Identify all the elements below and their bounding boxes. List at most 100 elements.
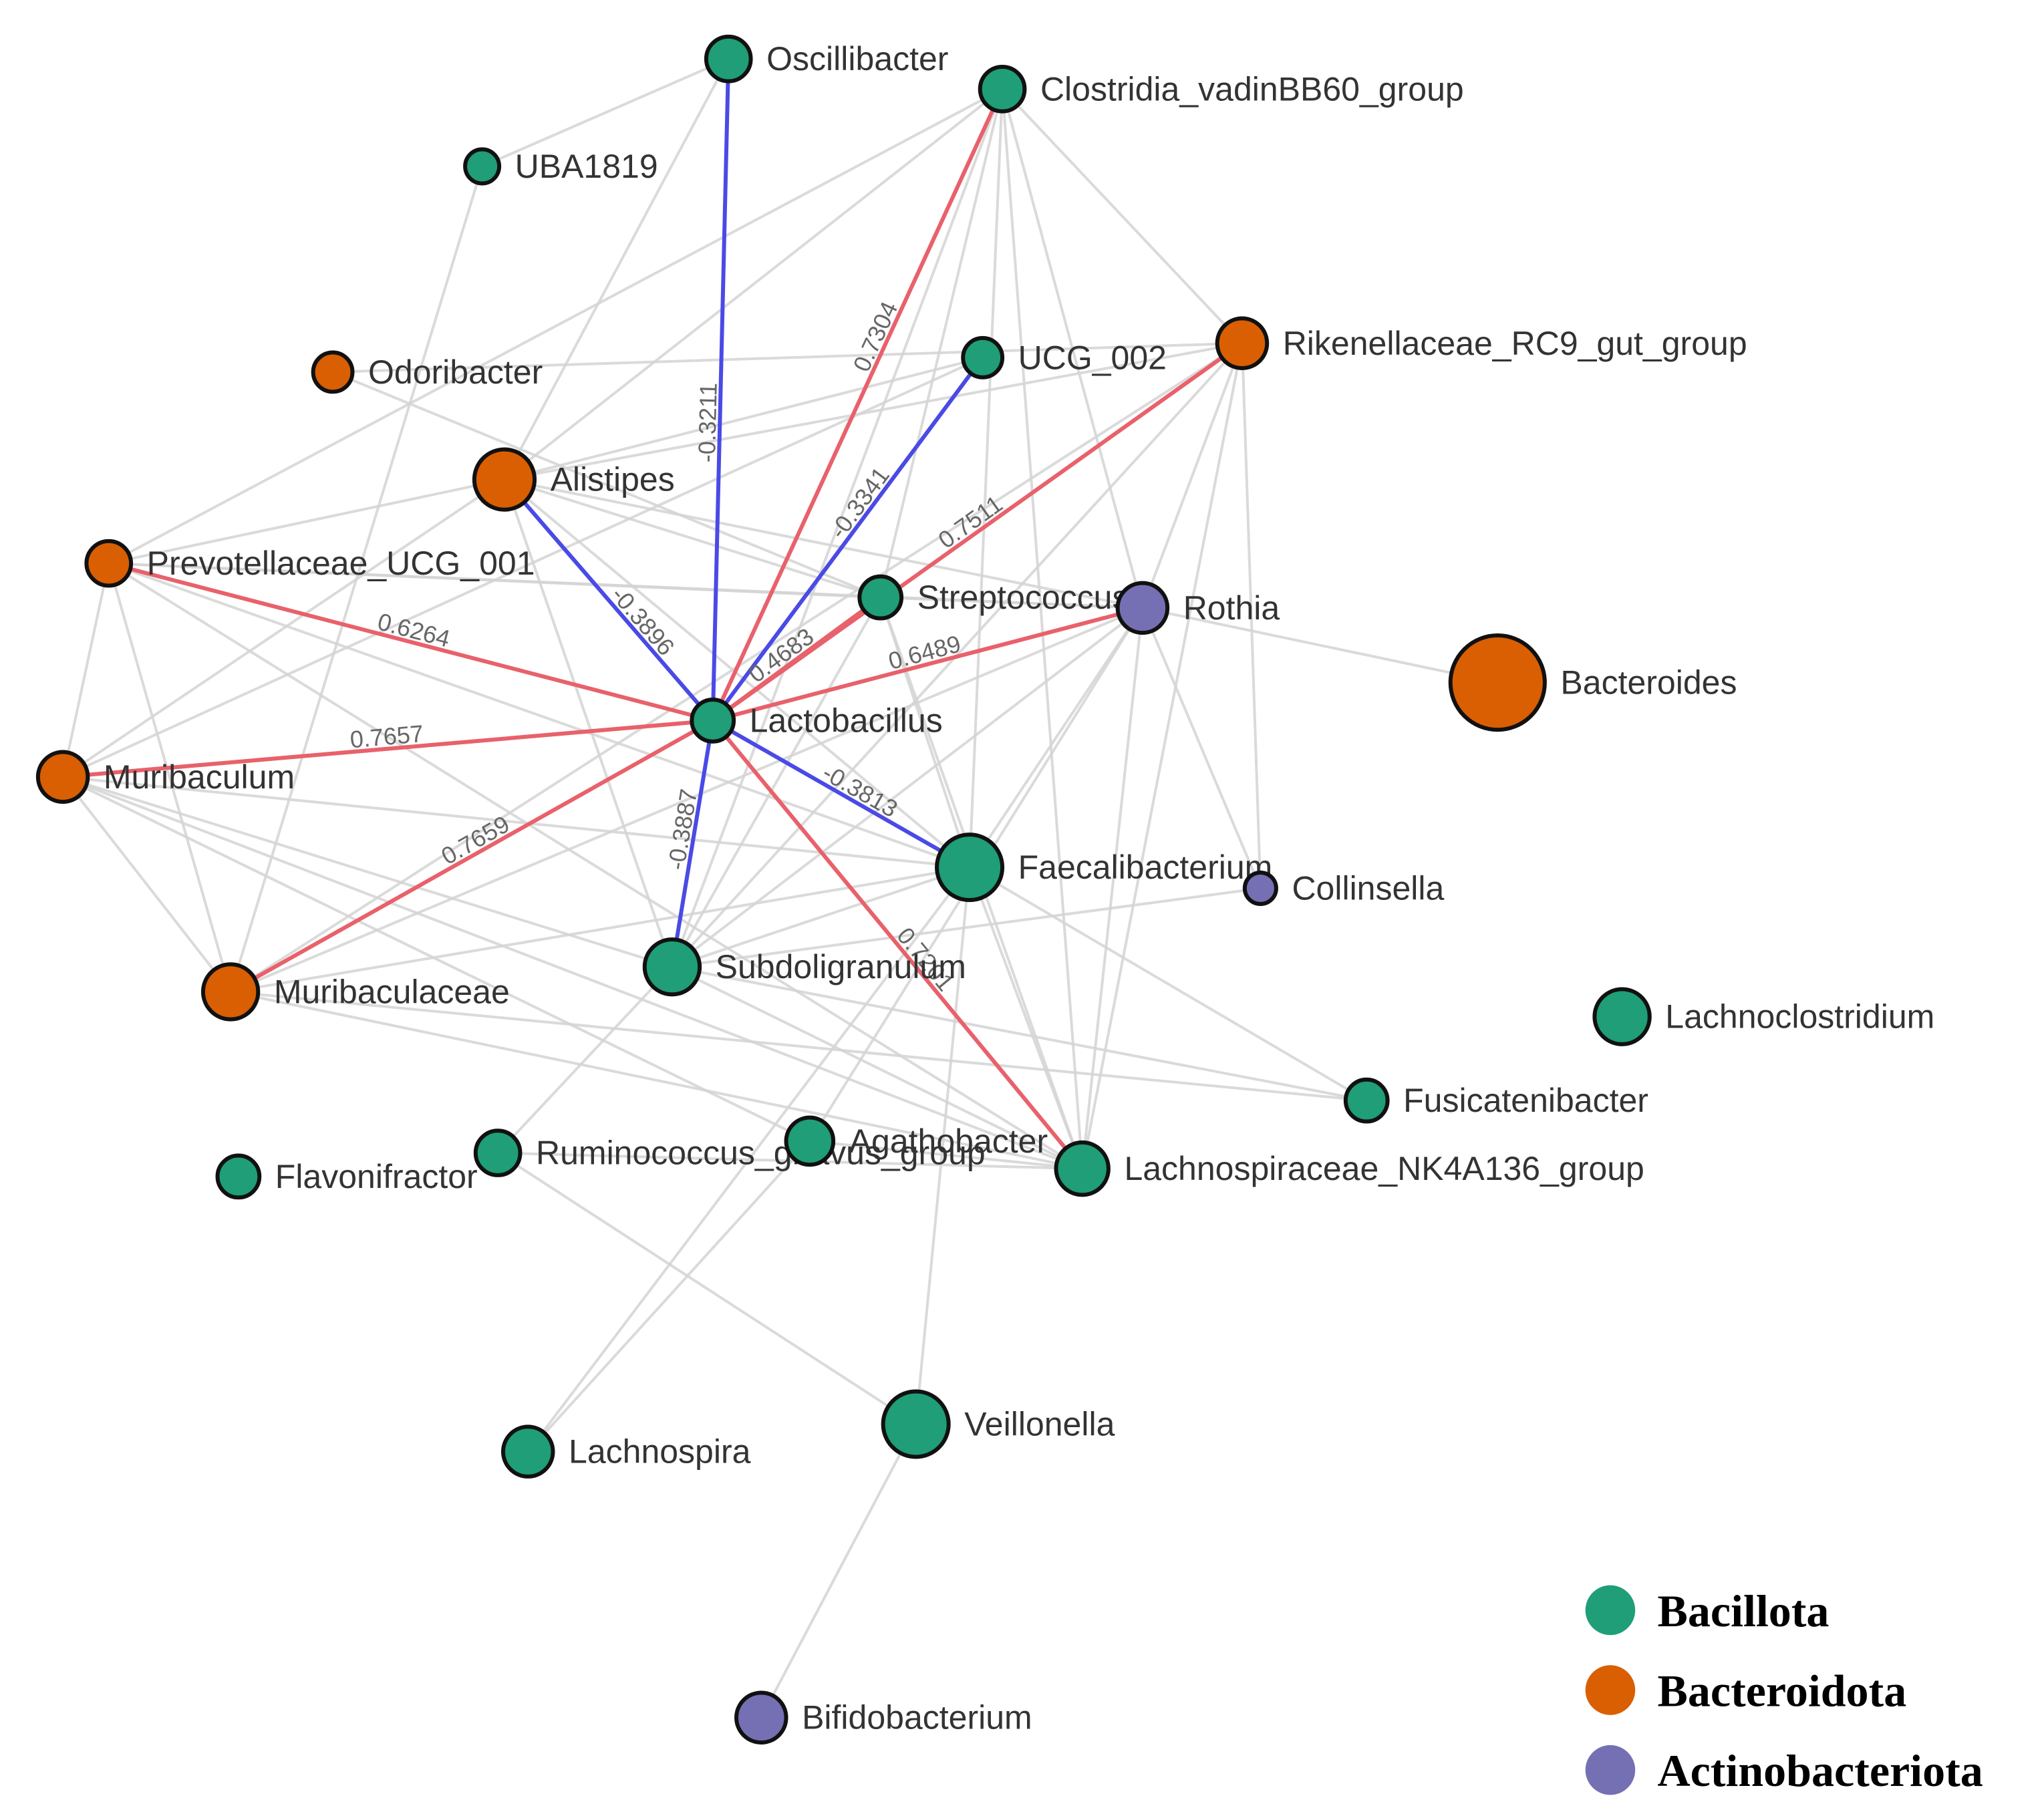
node-circle[interactable]: [704, 34, 753, 84]
node-label: Lachnoclostridium: [1665, 998, 1934, 1036]
neutral-edge: [503, 479, 674, 967]
neutral-edge: [108, 562, 881, 599]
node-bacteroides[interactable]: Bacteroides: [1448, 633, 1737, 732]
node-circle[interactable]: [311, 350, 355, 394]
correlation-edge-muribaculum: [62, 718, 713, 779]
node-muribaculum[interactable]: Muribaculum: [35, 750, 295, 804]
neutral-edge: [527, 1140, 811, 1453]
node-circle[interactable]: [473, 1128, 523, 1177]
neutral-edges: [61, 57, 1498, 1718]
node-lactobacillus[interactable]: Lactobacillus: [690, 698, 943, 744]
node-faecalibacterium[interactable]: Faecalibacterium: [935, 833, 1272, 903]
node-odoribacter[interactable]: Odoribacter: [311, 350, 543, 394]
correlation-edge-clostridia_vadinbb60_group: [711, 88, 1004, 722]
node-circle[interactable]: [1215, 316, 1270, 371]
node-label: Muribaculaceae: [274, 973, 510, 1010]
node-uba1819[interactable]: UBA1819: [463, 147, 658, 186]
node-fusicatenibacter[interactable]: Fusicatenibacter: [1343, 1077, 1648, 1124]
node-oscillibacter[interactable]: Oscillibacter: [704, 34, 948, 84]
neutral-edge: [1001, 88, 1244, 345]
node-label: Clostridia_vadinBB60_group: [1040, 70, 1464, 108]
node-streptococcus[interactable]: Streptococcus: [857, 574, 1129, 621]
node-label: Agathobacter: [849, 1122, 1048, 1160]
neutral-edge: [107, 563, 233, 992]
node-lachnospira[interactable]: Lachnospira: [500, 1424, 751, 1479]
node-collinsella[interactable]: Collinsella: [1242, 869, 1445, 907]
node-label: Bacteroides: [1560, 664, 1737, 702]
node-circle[interactable]: [463, 147, 502, 186]
node-rothia[interactable]: Rothia: [1115, 581, 1280, 635]
node-circle[interactable]: [35, 750, 90, 804]
node-circle[interactable]: [857, 574, 904, 621]
node-subdoligranulum[interactable]: Subdoligranulum: [642, 937, 966, 997]
node-circle[interactable]: [961, 335, 1005, 380]
node-bifidobacterium[interactable]: Bifidobacterium: [734, 1690, 1032, 1745]
neutral-edge: [809, 1139, 1082, 1171]
neutral-edge: [108, 478, 505, 565]
node-lachnospiraceae-nk4a136-group[interactable]: Lachnospiraceae_NK4A136_group: [1054, 1140, 1644, 1197]
neutral-edge: [62, 478, 506, 778]
neutral-edge: [333, 341, 1242, 373]
node-circle[interactable]: [200, 962, 261, 1022]
neutral-edge: [968, 89, 1004, 868]
correlation-edge-faecalibacterium: [712, 718, 971, 869]
node-circle[interactable]: [881, 1389, 951, 1459]
neutral-edge: [879, 88, 1004, 598]
node-label: Rikenellaceae_RC9_gut_group: [1283, 325, 1747, 362]
correlation-label: -0.3813: [818, 758, 902, 822]
neutral-edge: [481, 57, 730, 168]
node-circle[interactable]: [734, 1690, 788, 1745]
correlation-edge-prevotellaceae_ucg_001: [108, 561, 714, 723]
node-veillonella[interactable]: Veillonella: [881, 1389, 1115, 1459]
node-circle[interactable]: [935, 833, 1005, 903]
node-circle[interactable]: [1448, 633, 1547, 732]
node-prevotellaceae-ucg-001[interactable]: Prevotellaceae_UCG_001: [84, 539, 535, 588]
node-circle[interactable]: [84, 539, 134, 588]
neutral-edge: [332, 371, 881, 599]
node-circle[interactable]: [1115, 581, 1170, 635]
node-ucg-002[interactable]: UCG_002: [961, 335, 1167, 380]
node-circle[interactable]: [1054, 1140, 1111, 1197]
neutral-edge: [1141, 607, 1262, 889]
neutral-edge: [1080, 343, 1244, 1169]
node-flavonifractor[interactable]: Flavonifractor: [215, 1153, 478, 1200]
neutral-edge: [503, 58, 730, 480]
node-circle[interactable]: [1242, 870, 1278, 907]
node-agathobacter[interactable]: Agathobacter: [784, 1115, 1048, 1167]
neutral-edge: [230, 866, 970, 994]
node-circle[interactable]: [472, 447, 537, 512]
node-muribaculaceae[interactable]: Muribaculaceae: [200, 962, 510, 1022]
node-circle[interactable]: [1592, 987, 1652, 1046]
correlation-label: -0.3896: [606, 581, 680, 661]
neutral-edge: [108, 562, 970, 869]
node-label: Lactobacillus: [750, 702, 943, 739]
node-label: UCG_002: [1018, 339, 1167, 376]
node-label: Muribaculum: [104, 758, 295, 796]
node-label: Odoribacter: [368, 353, 543, 391]
neutral-edge: [968, 867, 1084, 1169]
legend-label-bacillota: Bacillota: [1658, 1585, 1830, 1636]
node-ruminococcus-gnavus-group[interactable]: Ruminococcus_gnavus_group: [473, 1128, 986, 1177]
node-circle[interactable]: [500, 1424, 555, 1479]
node-circle[interactable]: [690, 698, 736, 744]
node-circle[interactable]: [1343, 1077, 1390, 1124]
node-label: Subdoligranulum: [716, 948, 966, 986]
neutral-edge: [672, 965, 1367, 1102]
neutral-edge: [62, 775, 970, 869]
neutral-edge: [230, 990, 1083, 1171]
correlation-label: -0.3211: [693, 382, 722, 462]
node-circle[interactable]: [784, 1115, 836, 1167]
node-label: Veillonella: [964, 1405, 1115, 1443]
neutral-edge: [496, 965, 674, 1154]
node-label: Fusicatenibacter: [1403, 1082, 1648, 1119]
node-clostridia-vadinbb60-group[interactable]: Clostridia_vadinBB60_group: [978, 65, 1464, 114]
node-circle[interactable]: [978, 65, 1027, 114]
node-circle[interactable]: [642, 937, 702, 997]
node-lachnoclostridium[interactable]: Lachnoclostridium: [1592, 987, 1934, 1046]
node-rikenellaceae-rc9-gut-group[interactable]: Rikenellaceae_RC9_gut_group: [1215, 316, 1747, 371]
node-alistipes[interactable]: Alistipes: [472, 447, 675, 512]
legend-swatch-bacteroidota: [1585, 1665, 1636, 1715]
node-circle[interactable]: [215, 1153, 262, 1200]
correlation-edge-alistipes: [502, 478, 714, 722]
neutral-edge: [62, 775, 1083, 1170]
